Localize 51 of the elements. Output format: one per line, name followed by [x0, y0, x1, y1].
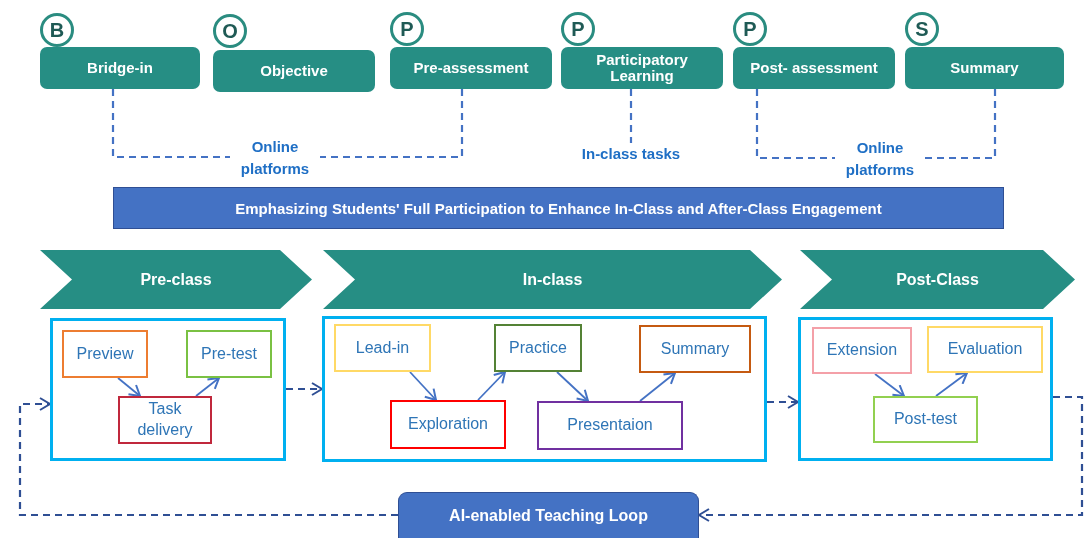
- step-label: Participatory Learning: [561, 47, 723, 89]
- dashed-connector: [320, 89, 464, 159]
- dashed-connector: [767, 395, 799, 409]
- activity-box: Preview: [62, 330, 148, 378]
- letter-badge: S: [905, 12, 939, 46]
- phase-title: In-class: [522, 270, 583, 289]
- letter-badge: P: [561, 12, 595, 46]
- step-label: Pre-assessment: [390, 47, 552, 89]
- letter-badge: B: [40, 13, 74, 47]
- arrow: [409, 371, 437, 401]
- channel-label: Online platforms: [835, 137, 925, 183]
- activity-box: Practice: [494, 324, 582, 372]
- activity-box: Post-test: [873, 396, 978, 443]
- step-label: Objective: [213, 50, 375, 92]
- activity-box: Lead-in: [334, 324, 431, 372]
- phase-title: Pre-class: [140, 270, 212, 289]
- channel-label: In-class tasks: [565, 143, 697, 167]
- activity-box: Exploration: [390, 400, 506, 449]
- channel-label: Online platforms: [230, 136, 320, 182]
- arrow: [639, 372, 676, 402]
- arrow: [874, 373, 905, 397]
- theme-banner: Emphasizing Students' Full Participation to Enhance In-Class and After-Class Engagement: [113, 187, 1004, 229]
- dashed-connector: [18, 397, 398, 517]
- arrow: [935, 372, 968, 397]
- arrow: [117, 377, 141, 397]
- letter-badge: P: [390, 12, 424, 46]
- step-label: Post- assessment: [733, 47, 895, 89]
- arrow: [556, 371, 589, 402]
- dashed-connector: [698, 395, 1084, 522]
- activity-box: Summary: [639, 325, 751, 373]
- dashed-connector: [755, 89, 835, 160]
- phase-title: Post-Class: [896, 270, 979, 289]
- activity-box: Evaluation: [927, 326, 1043, 373]
- dashed-connector: [111, 89, 230, 159]
- arrow: [195, 377, 220, 397]
- letter-badge: P: [733, 12, 767, 46]
- dashed-connector: [629, 89, 633, 143]
- dashed-connector: [286, 382, 323, 396]
- letter-badge: O: [213, 14, 247, 48]
- activity-box: Extension: [812, 327, 912, 374]
- stage-frame: [798, 317, 1053, 461]
- step-label: Summary: [905, 47, 1064, 89]
- step-label: Bridge-in: [40, 47, 200, 89]
- activity-box: Presentaion: [537, 401, 683, 450]
- dashed-connector: [925, 89, 997, 160]
- arrow: [477, 371, 506, 401]
- activity-box: Pre-test: [186, 330, 272, 378]
- stage-frame: [322, 316, 767, 462]
- activity-box: Task delivery: [118, 396, 212, 444]
- stage-frame: [50, 318, 286, 461]
- loop-box: AI-enabled Teaching Loop: [398, 492, 699, 538]
